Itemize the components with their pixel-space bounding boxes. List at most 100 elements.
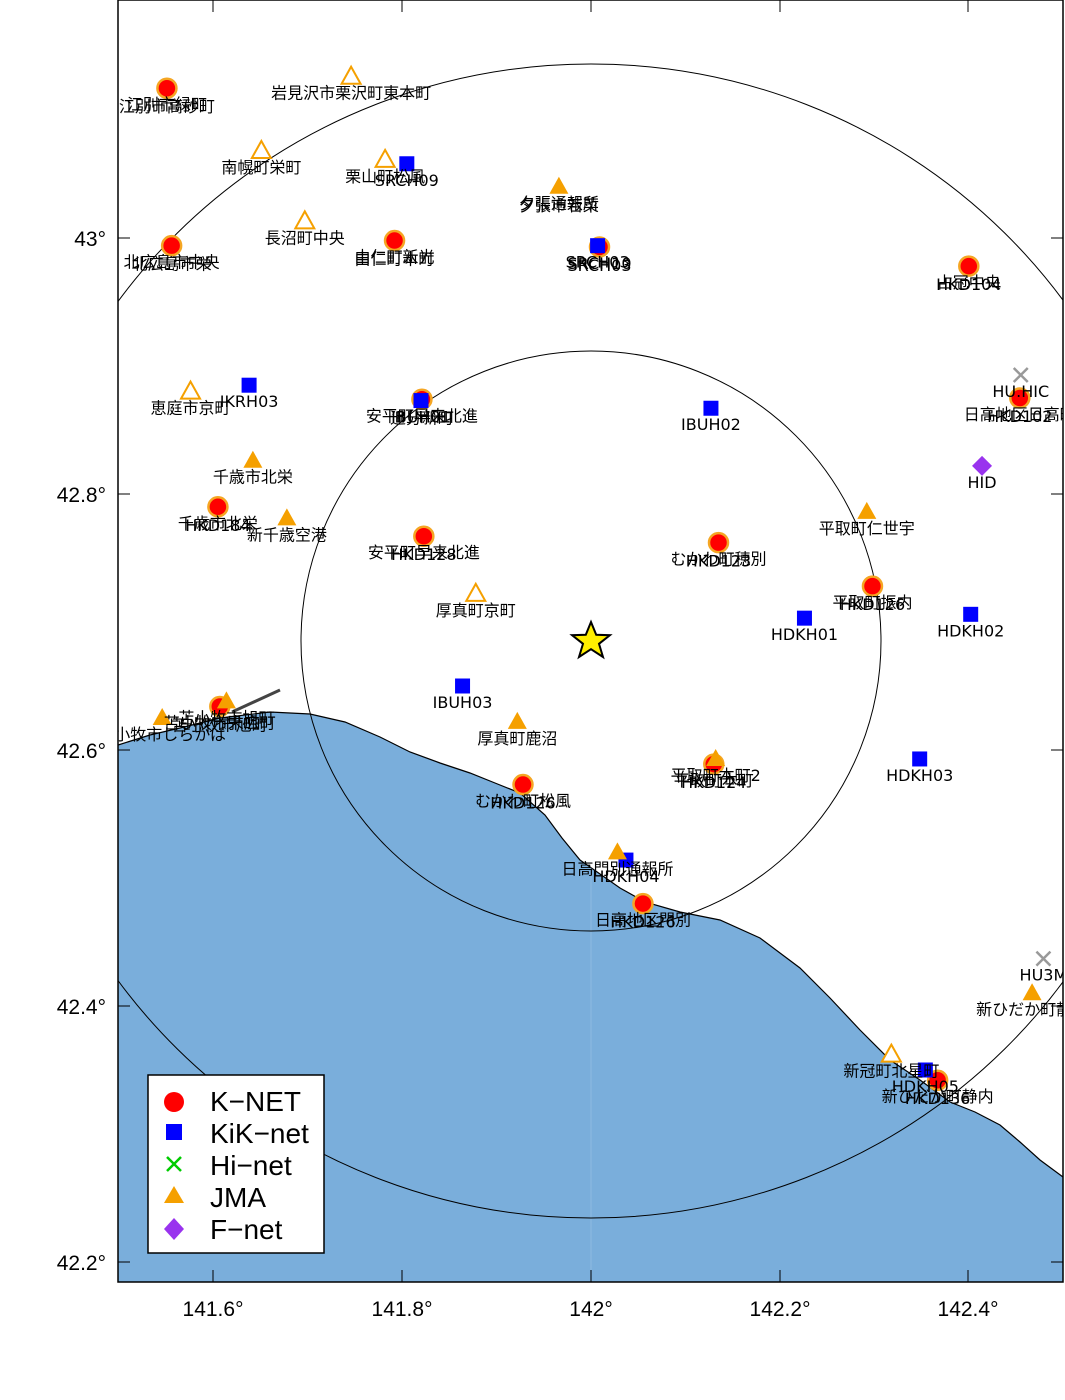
knet-station-icon	[958, 255, 980, 277]
station-label: HU3M	[1020, 966, 1065, 985]
station-label: 厚真町京町	[436, 601, 516, 620]
jma-station-icon	[243, 450, 263, 468]
station-label: HDKH01	[771, 625, 838, 644]
station-label: 新ひだか町静内	[882, 1087, 994, 1106]
jma-station-icon	[179, 379, 202, 400]
station-label: 江別市緑町	[127, 95, 207, 114]
hinet-station-icon	[1035, 950, 1052, 967]
station-label: 長沼町中央	[265, 228, 345, 247]
station-label: 岩見沢市栗沢町東本町	[271, 84, 431, 103]
knet-station-icon	[926, 1069, 949, 1091]
station-label: IBUH02	[681, 415, 741, 434]
knet-station-icon	[632, 892, 654, 915]
y-tick-label: 42.6°	[57, 740, 106, 763]
station-label: むかわ町穂別	[670, 550, 766, 569]
station-label: 夕張市若菜	[519, 196, 599, 215]
station-label: SRCH03	[566, 253, 630, 272]
station-label: HKD124	[681, 773, 746, 792]
station-label: 日高門別通報所	[561, 859, 673, 878]
jma-station-icon	[277, 508, 297, 526]
station-label: 平取町仁世宇	[819, 519, 915, 538]
kiknet-station-icon	[963, 606, 979, 622]
stations-layer	[152, 64, 1052, 1091]
station-label: 千歳市北栄	[213, 468, 293, 487]
legend-label: F−net	[210, 1214, 283, 1245]
jma-station-icon	[464, 581, 487, 602]
x-tick-label: 142.4°	[938, 1298, 999, 1321]
station-label: 北広島市栄	[132, 255, 212, 274]
station-label: 由仁町本町	[355, 250, 435, 269]
legend-label: KiK−net	[210, 1118, 309, 1149]
station-label: 新千歳空港	[247, 525, 327, 544]
station-label: HID	[967, 473, 996, 492]
station-label: SRCH09	[375, 171, 439, 190]
kiknet-station-icon	[399, 156, 415, 172]
station-label: 日高地区門別	[595, 911, 691, 930]
hinet-legend-icon	[166, 1156, 182, 1172]
outer-distance-circle	[118, 63, 1063, 1219]
station-label: 安平町早来北進	[368, 543, 480, 562]
jma-station-icon	[152, 708, 172, 725]
jma-station-icon	[293, 209, 317, 230]
y-tick-label: 43°	[74, 228, 106, 251]
station-label: 平取町本町2	[671, 766, 761, 785]
legend-label: JMA	[210, 1182, 266, 1213]
station-label: むかわ町松風	[475, 792, 571, 811]
sea-area	[118, 712, 1063, 1282]
knet-station-icon	[160, 234, 183, 257]
station-label: SRCH10	[567, 254, 631, 273]
station-label: SRCH03	[567, 256, 631, 275]
station-label: 平取町振内	[832, 593, 912, 612]
knet-station-icon	[413, 525, 435, 547]
station-label: HDKH04	[592, 867, 659, 886]
jma-station-icon	[216, 691, 236, 709]
epicenter-star-icon	[569, 619, 613, 660]
station-label: 追分新町	[390, 408, 454, 427]
jma-station-icon	[339, 64, 363, 85]
legend-label: K−NET	[210, 1086, 301, 1117]
station-label: HU.HIC	[992, 382, 1049, 401]
jma-station-icon	[857, 501, 877, 519]
station-label: 恵庭市京町	[151, 399, 231, 418]
harbor-breakwater	[231, 688, 281, 714]
station-label: IBUH01	[391, 408, 451, 427]
station-label: 北広島市中央	[124, 253, 220, 272]
kiknet-station-icon	[912, 751, 928, 767]
jma-station-icon	[549, 176, 569, 194]
x-tick-label: 141.8°	[372, 1298, 433, 1321]
jma-station-icon	[373, 147, 397, 168]
station-label: IBUH03	[433, 693, 493, 712]
knet-station-icon	[207, 496, 229, 518]
fnet-legend-icon	[164, 1218, 184, 1240]
kiknet-station-icon	[241, 377, 257, 393]
knet-station-icon	[861, 575, 884, 597]
knet-station-icon	[707, 531, 730, 554]
kiknet-station-icon	[413, 393, 429, 409]
jma-station-icon	[507, 711, 527, 729]
station-label: 苫小牧市末広町	[164, 713, 276, 732]
knet-legend-icon	[164, 1092, 184, 1112]
station-label: 栗山町松風	[345, 167, 425, 186]
knet-station-icon	[156, 77, 178, 99]
legend-label: Hi−net	[210, 1150, 292, 1181]
jma-station-icon	[250, 138, 273, 159]
station-label: HDKH05	[892, 1077, 959, 1096]
kiknet-station-icon	[455, 678, 471, 694]
kiknet-station-icon	[703, 400, 719, 416]
kiknet-station-icon	[796, 610, 812, 626]
station-label: 占冠中央	[937, 273, 1001, 292]
y-tick-label: 42.8°	[57, 484, 106, 507]
station-label: HKD126	[490, 794, 555, 813]
station-label: 新冠町北星町	[843, 1062, 939, 1081]
jma-station-icon	[880, 1042, 903, 1063]
station-label: HKD128	[391, 545, 456, 564]
y-axis: 43° 42.8° 42.6° 42.4° 42.2°	[57, 228, 1063, 1275]
station-label: 新ひだか町静内	[976, 1000, 1065, 1019]
station-label: HKD184	[185, 516, 250, 535]
jma-station-icon	[607, 842, 627, 860]
station-label: 南幌町栄町	[221, 158, 301, 177]
kiknet-station-icon	[917, 1062, 933, 1078]
station-label: 苫小牧市しらかば	[98, 725, 226, 744]
station-label: HKD126	[610, 913, 675, 932]
